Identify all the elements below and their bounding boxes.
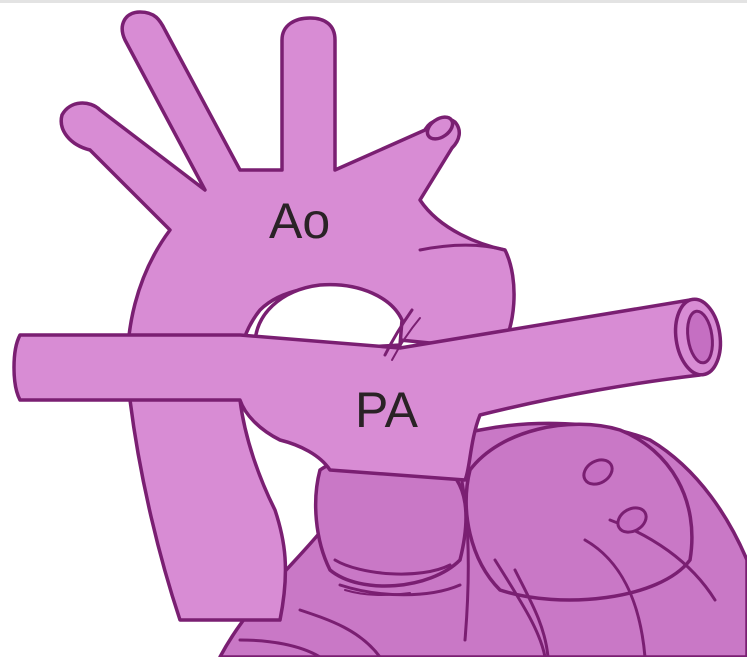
- label-aorta: Ao: [269, 193, 330, 249]
- heart-chambers: [220, 423, 747, 657]
- label-pulmonary-artery: PA: [355, 382, 419, 438]
